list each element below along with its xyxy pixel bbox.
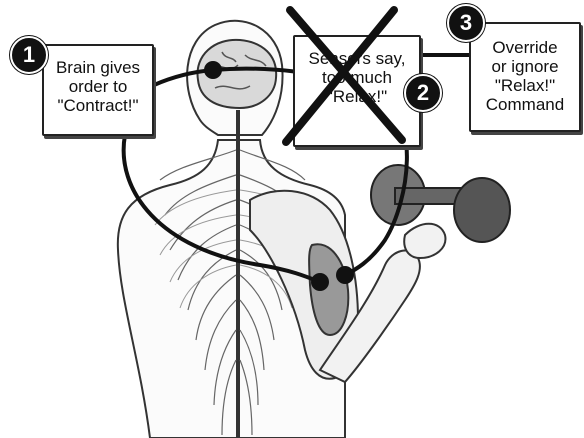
signal-node-muscle-right [336, 266, 354, 284]
step-1-box: Brain gives order to "Contract!" [42, 44, 154, 136]
step-2-box: Sensors say, too much "Relax!" [293, 35, 421, 147]
step-2-line-1: Sensors say, [295, 49, 419, 68]
step-2-line-3: "Relax!" [295, 87, 419, 106]
step-1-line-2: order to [44, 77, 152, 96]
step-2-badge: 2 [404, 74, 442, 112]
signal-node-muscle-left [311, 273, 329, 291]
step-3-box: Override or ignore "Relax!" Command [469, 22, 581, 132]
step-2-line-2: too much [295, 68, 419, 87]
step-3-line-1: Override [471, 38, 579, 57]
step-3-line-2: or ignore [471, 57, 579, 76]
step-3-line-3: "Relax!" [471, 76, 579, 95]
step-1-line-1: Brain gives [44, 58, 152, 77]
signal-node-brain [204, 61, 222, 79]
step-3-line-4: Command [471, 95, 579, 114]
hand [404, 224, 445, 258]
step-1-badge: 1 [10, 36, 48, 74]
step-3-badge: 3 [447, 4, 485, 42]
step-1-line-3: "Contract!" [44, 96, 152, 115]
